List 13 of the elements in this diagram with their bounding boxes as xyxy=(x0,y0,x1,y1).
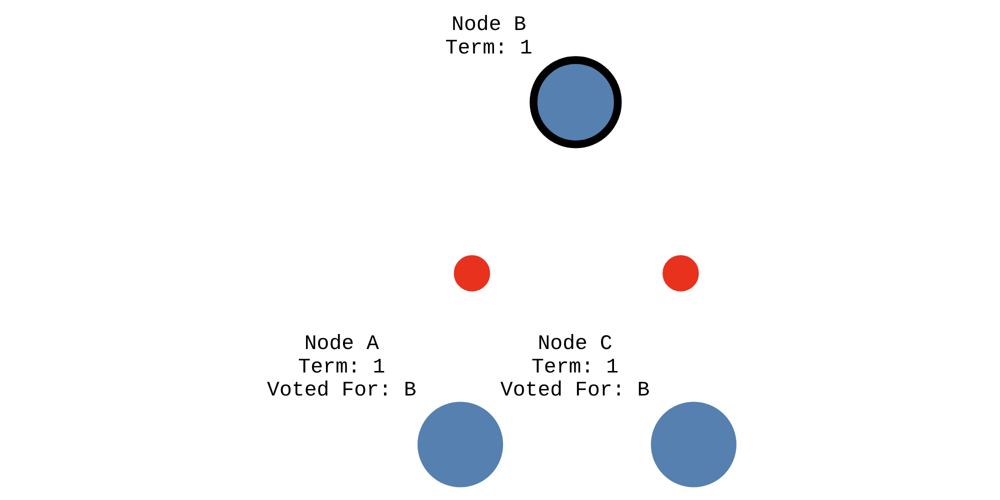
node-label: Voted For: B xyxy=(266,380,416,403)
node-circle xyxy=(417,402,503,488)
node-label: Voted For: B xyxy=(500,380,650,403)
node-label: Term: 1 xyxy=(530,356,618,380)
node-circle xyxy=(529,56,622,148)
node-circle xyxy=(662,255,698,292)
node-circle xyxy=(650,402,736,488)
node-label: Term: 1 xyxy=(298,356,385,380)
node-label: Node C xyxy=(537,332,612,356)
node-label: Node A xyxy=(304,332,379,356)
node-label: Term: 1 xyxy=(444,37,532,60)
node-circle xyxy=(453,255,490,292)
node-label: Node B xyxy=(451,14,526,37)
